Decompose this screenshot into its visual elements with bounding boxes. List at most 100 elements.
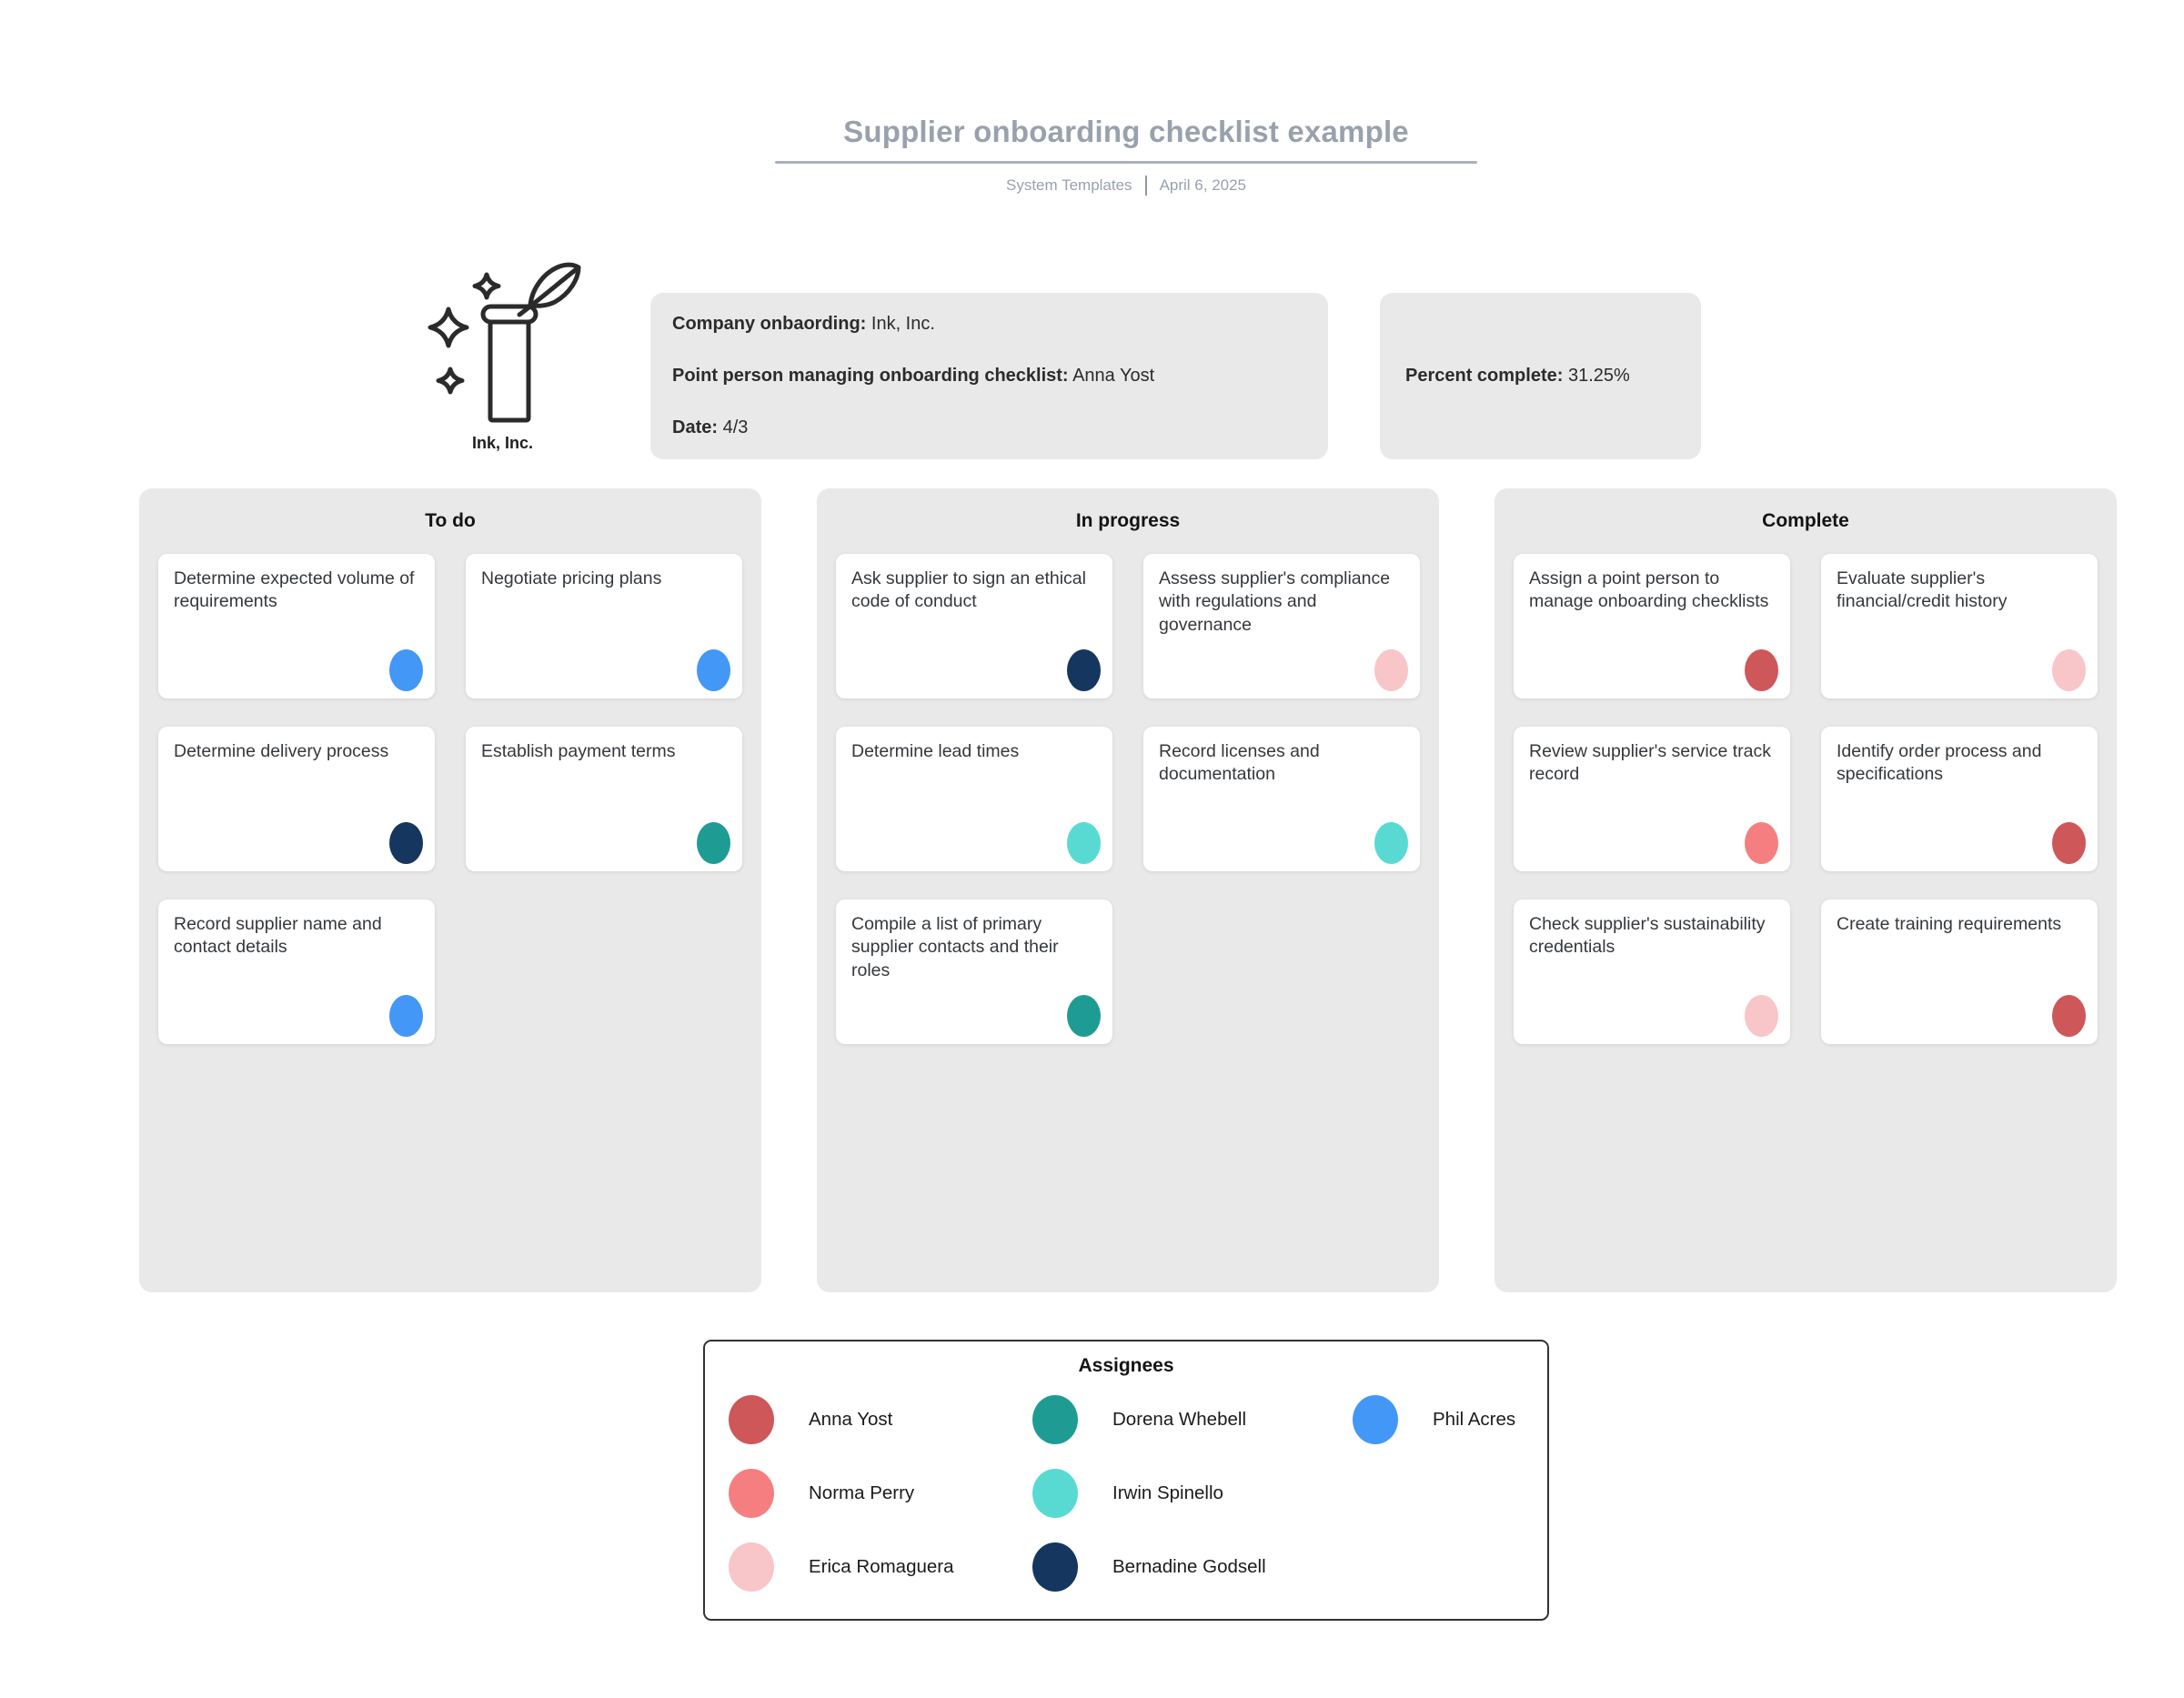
- task-card-text: Check supplier's sustainability credenti…: [1529, 914, 1766, 958]
- assignee-dot: [2052, 649, 2086, 691]
- column-cards: Assign a point person to manage onboardi…: [1514, 554, 2098, 1044]
- task-card[interactable]: Create training requirements: [1821, 899, 2098, 1044]
- task-card-text: Assess supplier's compliance with regula…: [1159, 568, 1391, 635]
- info-field: Date: 4/3: [672, 417, 1306, 438]
- assignee-color-dot: [1032, 1469, 1078, 1518]
- document-date: April 6, 2025: [1159, 176, 1247, 194]
- task-card-text: Record supplier name and contact details: [174, 914, 382, 958]
- assignee-dot: [1745, 649, 1778, 691]
- task-card-text: Determine expected volume of requirement…: [174, 568, 415, 612]
- task-card[interactable]: Review supplier's service track record: [1514, 727, 1790, 871]
- task-card[interactable]: Determine delivery process: [158, 727, 435, 871]
- assignee-dot: [2052, 822, 2086, 864]
- assignee-color-dot: [1032, 1395, 1078, 1444]
- assignee-name: Bernadine Godsell: [1112, 1556, 1266, 1577]
- assignee-name: Erica Romaguera: [809, 1556, 954, 1577]
- assignee-color-dot: [729, 1469, 774, 1518]
- assignee-color-dot: [729, 1395, 774, 1444]
- document-header: Supplier onboarding checklist example Sy…: [775, 115, 1477, 196]
- assignee-dot: [389, 822, 423, 864]
- percent-complete-label: Percent complete:: [1405, 366, 1564, 386]
- assignee-dot: [1745, 995, 1778, 1037]
- company-logo: Ink, Inc.: [414, 262, 591, 453]
- task-card[interactable]: Check supplier's sustainability credenti…: [1514, 899, 1790, 1044]
- assignee-name: Norma Perry: [809, 1482, 915, 1503]
- info-field-value: Anna Yost: [1068, 366, 1155, 386]
- ink-bottle-icon: [428, 262, 581, 423]
- task-card-text: Assign a point person to manage onboardi…: [1529, 568, 1769, 612]
- document-subtitle: System Templates April 6, 2025: [775, 176, 1477, 196]
- task-card[interactable]: Negotiate pricing plans: [466, 554, 742, 698]
- task-card-text: Compile a list of primary supplier conta…: [851, 914, 1059, 980]
- percent-complete-value: 31.25%: [1567, 366, 1630, 386]
- task-card-text: Create training requirements: [1837, 914, 2062, 934]
- assignee-dot: [1374, 649, 1408, 691]
- task-card[interactable]: Assign a point person to manage onboardi…: [1514, 554, 1790, 698]
- title-underline: [775, 161, 1477, 164]
- assignee-dot: [2052, 995, 2086, 1037]
- column-title: Complete: [1762, 510, 1849, 531]
- assignee-dot: [389, 649, 423, 691]
- board-column-to-do: To do Determine expected volume of requir…: [139, 488, 761, 1292]
- assignee-dot: [1067, 822, 1101, 864]
- assignee-name: Irwin Spinello: [1112, 1482, 1223, 1503]
- assignee-dot: [1374, 822, 1408, 864]
- info-field-label: Company onbaording:: [672, 314, 867, 334]
- task-card-text: Negotiate pricing plans: [481, 568, 662, 588]
- assignee-dot: [1067, 649, 1101, 691]
- assignee-dot: [1745, 822, 1778, 864]
- legend-item: Bernadine Godsell: [1032, 1542, 1353, 1592]
- legend-item: Phil Acres: [1353, 1395, 1524, 1444]
- task-card[interactable]: Ask supplier to sign an ethical code of …: [836, 554, 1112, 698]
- info-field-label: Date:: [672, 417, 719, 437]
- company-logo-label: Ink, Inc.: [471, 434, 534, 452]
- task-card-text: Determine delivery process: [174, 741, 389, 761]
- legend-item: Dorena Whebell: [1032, 1395, 1353, 1444]
- assignee-dot: [1067, 995, 1101, 1037]
- task-card-text: Establish payment terms: [481, 741, 676, 761]
- assignee-color-dot: [1353, 1395, 1398, 1444]
- task-card-text: Review supplier's service track record: [1529, 741, 1771, 785]
- subtitle-separator: [1144, 176, 1147, 196]
- task-card[interactable]: Assess supplier's compliance with regula…: [1143, 554, 1420, 698]
- task-card[interactable]: Record supplier name and contact details: [158, 899, 435, 1044]
- task-card[interactable]: Determine lead times: [836, 727, 1112, 871]
- task-card[interactable]: Identify order process and specification…: [1821, 727, 2098, 871]
- task-card-text: Identify order process and specification…: [1837, 741, 2042, 785]
- assignee-dot: [697, 822, 730, 864]
- info-field-value: Ink, Inc.: [866, 314, 935, 334]
- task-card[interactable]: Determine expected volume of requirement…: [158, 554, 435, 698]
- legend-column: Phil Acres: [1353, 1395, 1524, 1592]
- assignee-color-dot: [1032, 1542, 1078, 1592]
- info-field-value: 4/3: [718, 417, 749, 437]
- assignee-dot: [697, 649, 730, 691]
- info-field: Point person managing onboarding checkli…: [672, 366, 1306, 387]
- legend-item: Erica Romaguera: [729, 1542, 1032, 1592]
- column-cards: Determine expected volume of requirement…: [158, 554, 742, 1044]
- column-title: To do: [425, 510, 476, 531]
- onboarding-info-card[interactable]: Company onbaording: Ink, Inc. Point perso…: [650, 293, 1328, 459]
- percent-complete-text: Percent complete: 31.25%: [1405, 366, 1630, 387]
- assignee-name: Anna Yost: [809, 1409, 893, 1430]
- legend-item: Norma Perry: [729, 1469, 1032, 1518]
- task-card-text: Determine lead times: [851, 741, 1020, 761]
- byline: System Templates: [1005, 176, 1132, 194]
- legend-item: Anna Yost: [729, 1395, 1032, 1444]
- legend-item: Irwin Spinello: [1032, 1469, 1353, 1518]
- task-card[interactable]: Record licenses and documentation: [1143, 727, 1420, 871]
- info-field: Company onbaording: Ink, Inc.: [672, 314, 1306, 335]
- assignee-color-dot: [729, 1542, 774, 1592]
- task-card[interactable]: Evaluate supplier's financial/credit his…: [1821, 554, 2098, 698]
- task-card[interactable]: Compile a list of primary supplier conta…: [836, 899, 1112, 1044]
- task-card[interactable]: Establish payment terms: [466, 727, 742, 871]
- legend-title: Assignees: [1078, 1355, 1174, 1376]
- percent-complete-card[interactable]: Percent complete: 31.25%: [1380, 293, 1701, 459]
- info-field-label: Point person managing onboarding checkli…: [672, 366, 1069, 386]
